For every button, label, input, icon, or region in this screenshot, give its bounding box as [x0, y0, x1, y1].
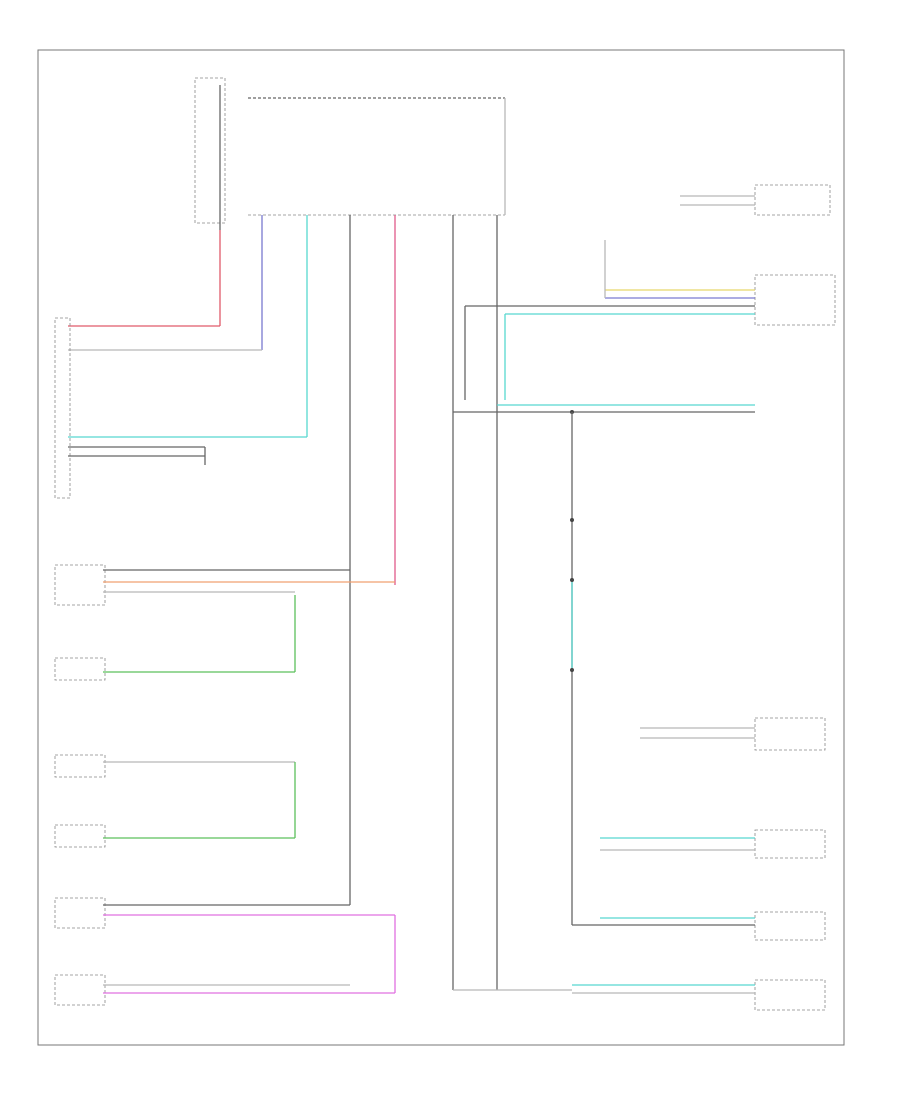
- clockspring: [54, 564, 395, 606]
- horn: [54, 897, 395, 929]
- fuse-block-left: [194, 77, 226, 224]
- occupant-sensor: [680, 184, 831, 216]
- bus-splice: [453, 404, 755, 414]
- gauge-module: [572, 911, 826, 941]
- trailer-switch: [54, 754, 295, 778]
- powertrain-module: [453, 979, 826, 1011]
- main-connector: [248, 97, 506, 216]
- steering-control: [465, 240, 836, 326]
- airbag-module: [640, 717, 826, 751]
- diagram-frame: [37, 49, 845, 1046]
- body-module: [600, 829, 826, 859]
- power-window: [54, 824, 295, 848]
- left-speaker: [54, 974, 395, 1006]
- instrument-cluster: [54, 317, 206, 499]
- headlamp-switch: [54, 657, 295, 681]
